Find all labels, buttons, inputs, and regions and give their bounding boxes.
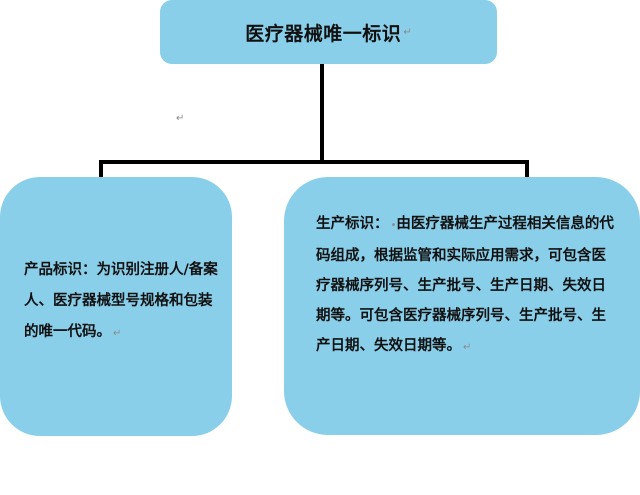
return-mark-icon: ↵ (403, 26, 412, 38)
product-identifier-node: 产品标识：为识别注册人/备案人、医疗器械型号规格和包装的唯一代码。↵ (0, 177, 232, 436)
return-mark-icon: ↵ (463, 342, 472, 353)
bullet-icon: • (390, 220, 397, 231)
production-identifier-label: 生产标识： (316, 216, 389, 232)
production-identifier-text: 生产标识：•由医疗器械生产过程相关信息的代码组成，根据监管和实际应用需求，可包含… (316, 216, 614, 354)
product-identifier-text: 产品标识：为识别注册人/备案人、医疗器械型号规格和包装的唯一代码。↵ (24, 262, 218, 340)
title-text: 医疗器械唯一标识 (245, 22, 402, 45)
production-identifier-node: 生产标识：•由医疗器械生产过程相关信息的代码组成，根据监管和实际应用需求，可包含… (284, 177, 640, 435)
return-mark-icon: ↵ (113, 328, 122, 339)
stray-return-mark-icon: ↵ (176, 113, 185, 124)
title-node: 医疗器械唯一标识↵ (160, 0, 497, 64)
